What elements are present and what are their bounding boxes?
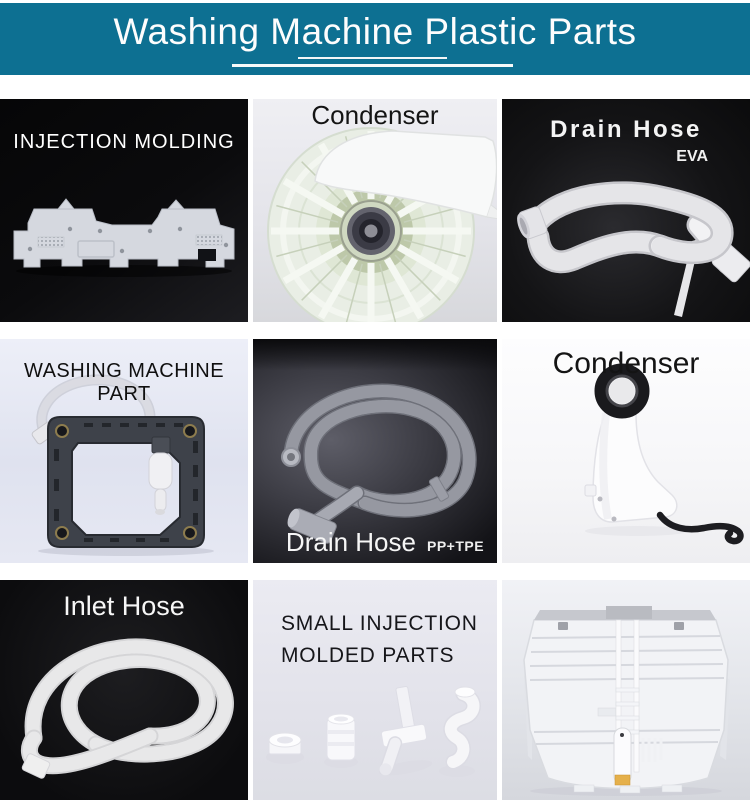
small-parts-label-line1: SMALL INJECTION [281,612,478,635]
panel-condenser-drum: Condenser [253,99,497,322]
drain-hose-pp-tpe-caption: Drain Hose PP+TPE [263,527,497,558]
page-title: Washing Machine Plastic Parts [113,11,637,52]
panel-washing-machine-part: WASHING MACHINE PART [0,339,248,563]
condenser-drum-label: Condenser [311,100,439,130]
condenser-tank-image [584,363,744,545]
inlet-hose-image [21,638,234,779]
title-underline-short [298,57,447,59]
small-parts-label: SMALL INJECTION MOLDED PARTS [281,608,478,672]
panel-injection-molding: INJECTION MOLDING [0,99,248,322]
drain-hose-eva-material: EVA [676,148,708,165]
panel-washing-machine-tub [502,580,750,800]
small-parts-label-line2: MOLDED PARTS [281,644,455,667]
title-underline-long [232,64,513,67]
panel-condenser-tank: Condenser [502,339,750,563]
panel-small-injection-molded-parts: SMALL INJECTION MOLDED PARTS [253,580,497,800]
small-parts-image [266,686,481,777]
drain-hose-pp-tpe-label: Drain Hose [285,527,416,557]
panel-drain-hose-eva: Drain Hose EVA [502,99,750,322]
drain-hose-eva-label: Drain Hose [550,116,702,143]
condenser-drum-image [267,127,497,322]
injection-molding-label: INJECTION MOLDING [13,131,235,153]
washing-machine-tub-image [523,606,730,796]
washing-machine-part-label: WASHING MACHINE PART [23,360,225,405]
drain-hose-pp-tpe-image [281,383,477,544]
washing-machine-part-image [31,374,214,556]
product-grid: INJECTION MOLDING Condenser [0,99,750,800]
title-banner: Washing Machine Plastic Parts [0,3,750,75]
inlet-hose-label: Inlet Hose [63,591,185,621]
panel-inlet-hose: Inlet Hose [0,580,248,800]
panel-drain-hose-pp-tpe: Drain Hose PP+TPE [253,339,497,563]
drain-hose-pp-tpe-material: PP+TPE [426,538,485,554]
drain-hose-eva-image [517,181,750,317]
injection-molding-part-image [13,198,235,277]
condenser-tank-label: Condenser [552,347,700,380]
